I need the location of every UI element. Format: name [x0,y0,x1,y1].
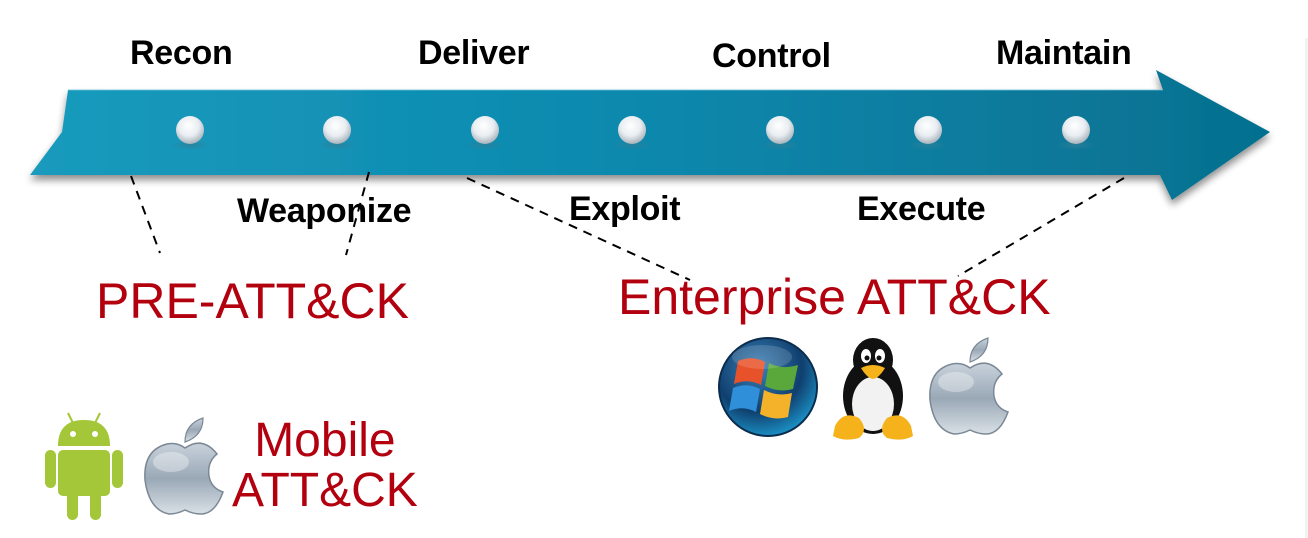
phase-label-control: Control [712,37,831,75]
connectors [130,171,1125,281]
mobile-attack-label: Mobile ATT&CK [232,416,418,516]
phase-marker-weaponize [317,116,357,150]
apple-icon [144,417,224,515]
enterprise-connector-right [957,177,1125,277]
apple-icon [929,337,1009,435]
mobile-attack-label-line1: Mobile [254,414,396,467]
phase-marker-exploit [612,116,652,150]
right-edge-divider [1305,38,1308,538]
timeline-arrow [30,70,1270,200]
phase-markers [170,116,1096,150]
pre-attack-label: PRE-ATT&CK [96,273,409,329]
enterprise-connector-left [466,177,691,281]
phase-label-weaponize: Weaponize [237,192,412,230]
phase-marker-execute [908,116,948,150]
pre-attack-connector-right [345,171,370,256]
phase-label-execute: Execute [857,190,986,228]
phase-marker-control [760,116,800,150]
android-icon [45,412,123,520]
phase-marker-deliver [465,116,505,150]
linux-tux-icon [833,338,913,440]
enterprise-attack-label: Enterprise ATT&CK [618,269,1051,325]
phase-label-maintain: Maintain [996,34,1132,72]
mobile-attack-label-line2: ATT&CK [232,464,418,517]
phase-label-recon: Recon [130,34,233,72]
phase-marker-recon [170,116,210,150]
phase-marker-maintain [1056,116,1096,150]
phase-label-exploit: Exploit [569,190,681,228]
windows-icon [718,337,818,437]
phase-label-deliver: Deliver [418,34,530,72]
pre-attack-connector-left [130,175,161,254]
